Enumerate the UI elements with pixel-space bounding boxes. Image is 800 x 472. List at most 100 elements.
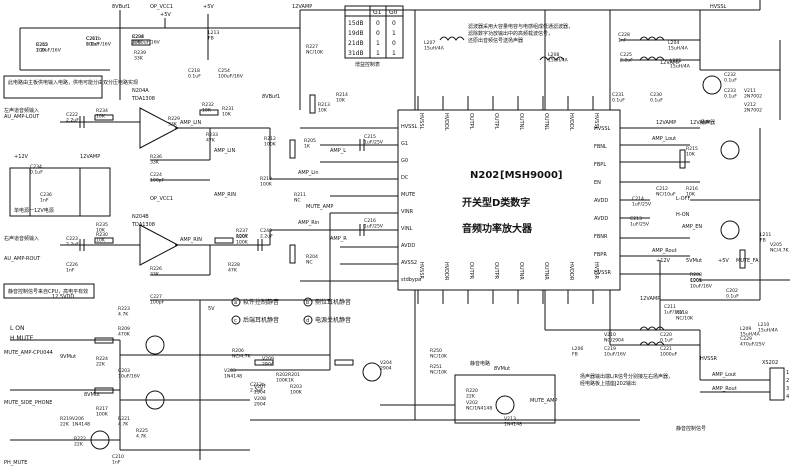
legend: a 软件控制静音 b 侧位耳机静音 c 后端耳机静音 d 电源关机静音 [231,297,351,325]
pin-left-8: AVSS2 [401,260,417,266]
opamp-a-ref: N204A [132,88,149,94]
comp-val-73: 4.7K [118,312,129,318]
net-ph-mute: PH_MUTE [4,460,27,466]
gain-r0-g0: 0 [392,20,396,27]
pin-left-7: AVDD [401,243,415,249]
comp-val-56: 100K [690,278,703,284]
net-amp-r: AMP_R [330,236,347,242]
rail-8v: 8VBuf1 [112,4,130,10]
comp-ref-73: R223 [118,306,130,312]
comp-val-58: NC/4.7K [770,248,789,254]
rail-12vamp-r4: 12VAMP [640,296,660,302]
comp-val-0: 100uF/16V [36,48,62,54]
comp-ref-28: R212 [264,136,276,142]
opamp-a-out: AMP_LIN [180,120,202,126]
comp-val-86: 10uF/16V [604,352,627,358]
comp-ref-20: C226 [66,262,78,268]
comp-val-16: 47K [228,268,238,274]
gain-head-g0: G0 [389,9,398,16]
net-amp-lout: AMP_Lout [652,136,676,142]
pin-right-3: EN [594,180,601,186]
comp-ref-47: V211 [744,88,756,94]
comp-ref-40: L208 [548,52,559,58]
comp-val-22: 33K [150,272,160,278]
rail-p12: +12V [14,154,29,160]
chip-title-1: 开关型D类数字 [462,196,530,209]
comp-val-85: NC/2904 [604,338,624,344]
comp-ref-35: R213 [318,102,330,108]
comp-val-96: 100uF/16V [86,42,112,48]
comp-val-28: 100K [264,142,277,148]
rail-p5-r: +5V [718,258,729,264]
comp-val-14: 33K [150,160,160,166]
comp-ref-8: R234 [96,108,108,114]
pin-top-3: OUTPL [493,113,499,130]
pin-right-4: AVDD [594,198,608,204]
comp-ref-48: V212 [744,102,756,108]
comp-ref-68: R203 [290,384,302,390]
comp-ref-78: R217 [96,406,108,412]
comp-ref-54: C202 [726,288,738,294]
comp-ref-29: R205 [304,138,316,144]
comp-val-50: 10K [686,152,696,158]
comp-val-70: 10uF/16V [118,374,141,380]
comp-ref-84: R251 [430,364,442,370]
comp-val-27: NC [294,198,301,204]
rail-opvcc-b: OP_VCC1 [150,196,173,202]
comp-ref-63: V207 [254,384,266,390]
comp-ref-30: R204 [306,254,318,260]
rail-12v: 12VAMP [292,4,312,10]
comp-ref-55: C201 [690,278,702,284]
pin-left-4: MUTE [401,192,415,198]
pin-left-2: G0 [401,158,408,164]
connector-ref: XS202 [762,360,778,366]
gain-r0-db: 15dB [348,20,364,27]
comp-val-8: 10K [96,114,106,120]
comp-val-63: 2904 [254,390,266,396]
rail-12p5: 12.5VDD [52,294,74,300]
rail-12vamp-r: 12VAMP [660,60,680,66]
comp-ref-0: C245 [36,42,48,48]
note-top-in: 左声道音频输入 [4,107,39,114]
comp-val-74: 22K [96,362,106,368]
note-left-supply: 此电路由主板供电输入电路，供电可能分由双分压电路实现 [8,79,138,86]
comp-ref-22: R226 [150,266,162,272]
gain-r2-g1: 1 [376,40,380,47]
comp-ref-67: R202 [276,372,288,378]
pin-top-4: OUTNL [518,113,524,130]
comp-ref-79: R219 [60,416,72,422]
net-amp-rout: AMP_Rout [652,248,677,254]
comp-val-2: 33K [132,40,142,46]
comp-ref-91: L209 [740,326,751,332]
rail-9vmut: 9VMut [60,354,76,360]
comp-val-52: NC/10K [676,316,694,322]
comp-ref-53: C211 [664,304,676,310]
comp-ref-50: R215 [686,146,698,152]
comp-ref-38: C225 [620,52,632,58]
comp-ref-24: R207 [236,234,248,240]
comp-ref-1: C217 [86,36,98,42]
note-mute: 静音控制信号来自CPU，高电平有效 [8,288,88,295]
note-speaker: 扬声器 [700,119,715,126]
comp-val-76: 1nF [112,460,121,466]
net-mute-fa: MUTE_FA [736,258,759,264]
comp-ref-85: V210 [604,332,616,338]
comp-val-90: 470uF/25V [740,342,766,348]
comp-ref-33: C213 [630,216,642,222]
rail-5vmut: 5VMut [686,258,702,264]
legend-a-key: a [234,300,237,306]
net-mute-amp: MUTE_AMP [306,204,333,210]
net-mute-side: MUTE_SIDE_PHONE [4,400,52,406]
comp-ref-69: R209 [118,326,130,332]
net-mute-cpu: MUTE_AMP-CPU044 [4,350,53,356]
comp-ref-93: C234 [30,164,42,170]
comp-ref-49: R216 [686,186,698,192]
opamp-b-out: AMP_RIN [180,237,202,243]
comp-val-17: 100K [236,234,249,240]
gain-r2-db: 21dB [348,40,364,47]
comp-ref-56: R208 [690,272,702,278]
comp-ref-25: C248 [260,228,272,234]
connector-pin-2: 2 [786,378,789,384]
